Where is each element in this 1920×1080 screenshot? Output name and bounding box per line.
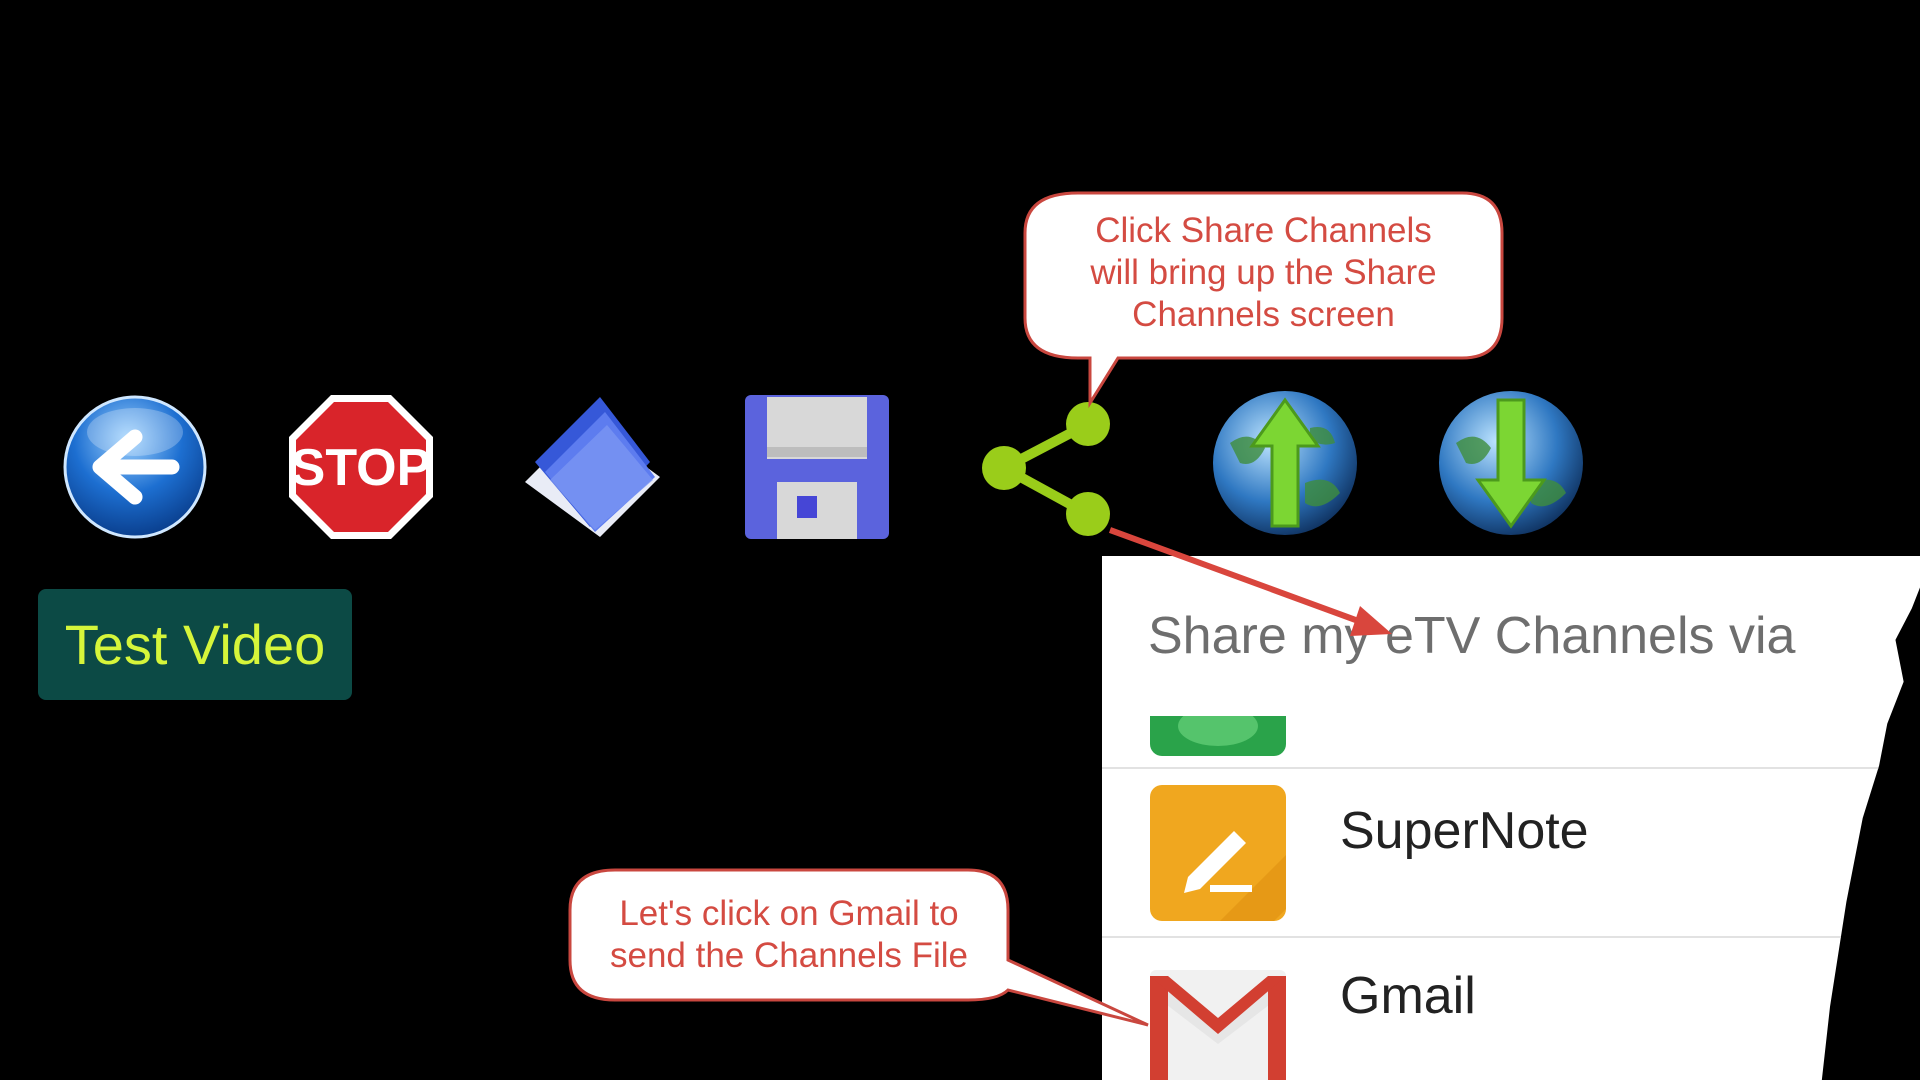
- share-divider: [1102, 767, 1920, 769]
- share-app-supernote[interactable]: SuperNote: [1102, 769, 1920, 936]
- globe-upload-icon[interactable]: [1210, 388, 1360, 538]
- share-callout-line: Channels screen: [1132, 295, 1395, 334]
- pencil-icon: [1150, 785, 1286, 921]
- globe-download-icon[interactable]: [1436, 388, 1586, 538]
- gmail-callout: Let's click on Gmail to send the Channel…: [575, 893, 1003, 977]
- share-app-gmail[interactable]: Gmail: [1102, 938, 1920, 1080]
- share-callout-line: Click Share Channels: [1095, 211, 1432, 250]
- share-icon[interactable]: [980, 400, 1120, 540]
- green-app-icon: [1150, 716, 1286, 756]
- floppy-disk-icon[interactable]: [742, 392, 892, 542]
- share-panel: Share my eTV Channels via SuperNote: [1102, 556, 1920, 1080]
- share-callout-line: will bring up the Share: [1090, 253, 1437, 292]
- gmail-callout-line: Let's click on Gmail to: [619, 894, 959, 933]
- gmail-callout-line: send the Channels File: [610, 936, 968, 975]
- stop-sign-icon[interactable]: STOP: [286, 392, 436, 542]
- share-callout: Click Share Channels will bring up the S…: [1030, 210, 1497, 336]
- share-app-label: SuperNote: [1340, 802, 1589, 860]
- gmail-icon: [1150, 970, 1286, 1080]
- back-arrow-icon[interactable]: [60, 392, 210, 542]
- share-app-label: Gmail: [1340, 967, 1476, 1025]
- open-folder-icon[interactable]: [515, 392, 665, 542]
- stop-text: STOP: [291, 439, 432, 497]
- share-divider: [1102, 936, 1920, 938]
- share-panel-title: Share my eTV Channels via: [1148, 607, 1796, 665]
- test-video-button[interactable]: Test Video: [38, 589, 352, 700]
